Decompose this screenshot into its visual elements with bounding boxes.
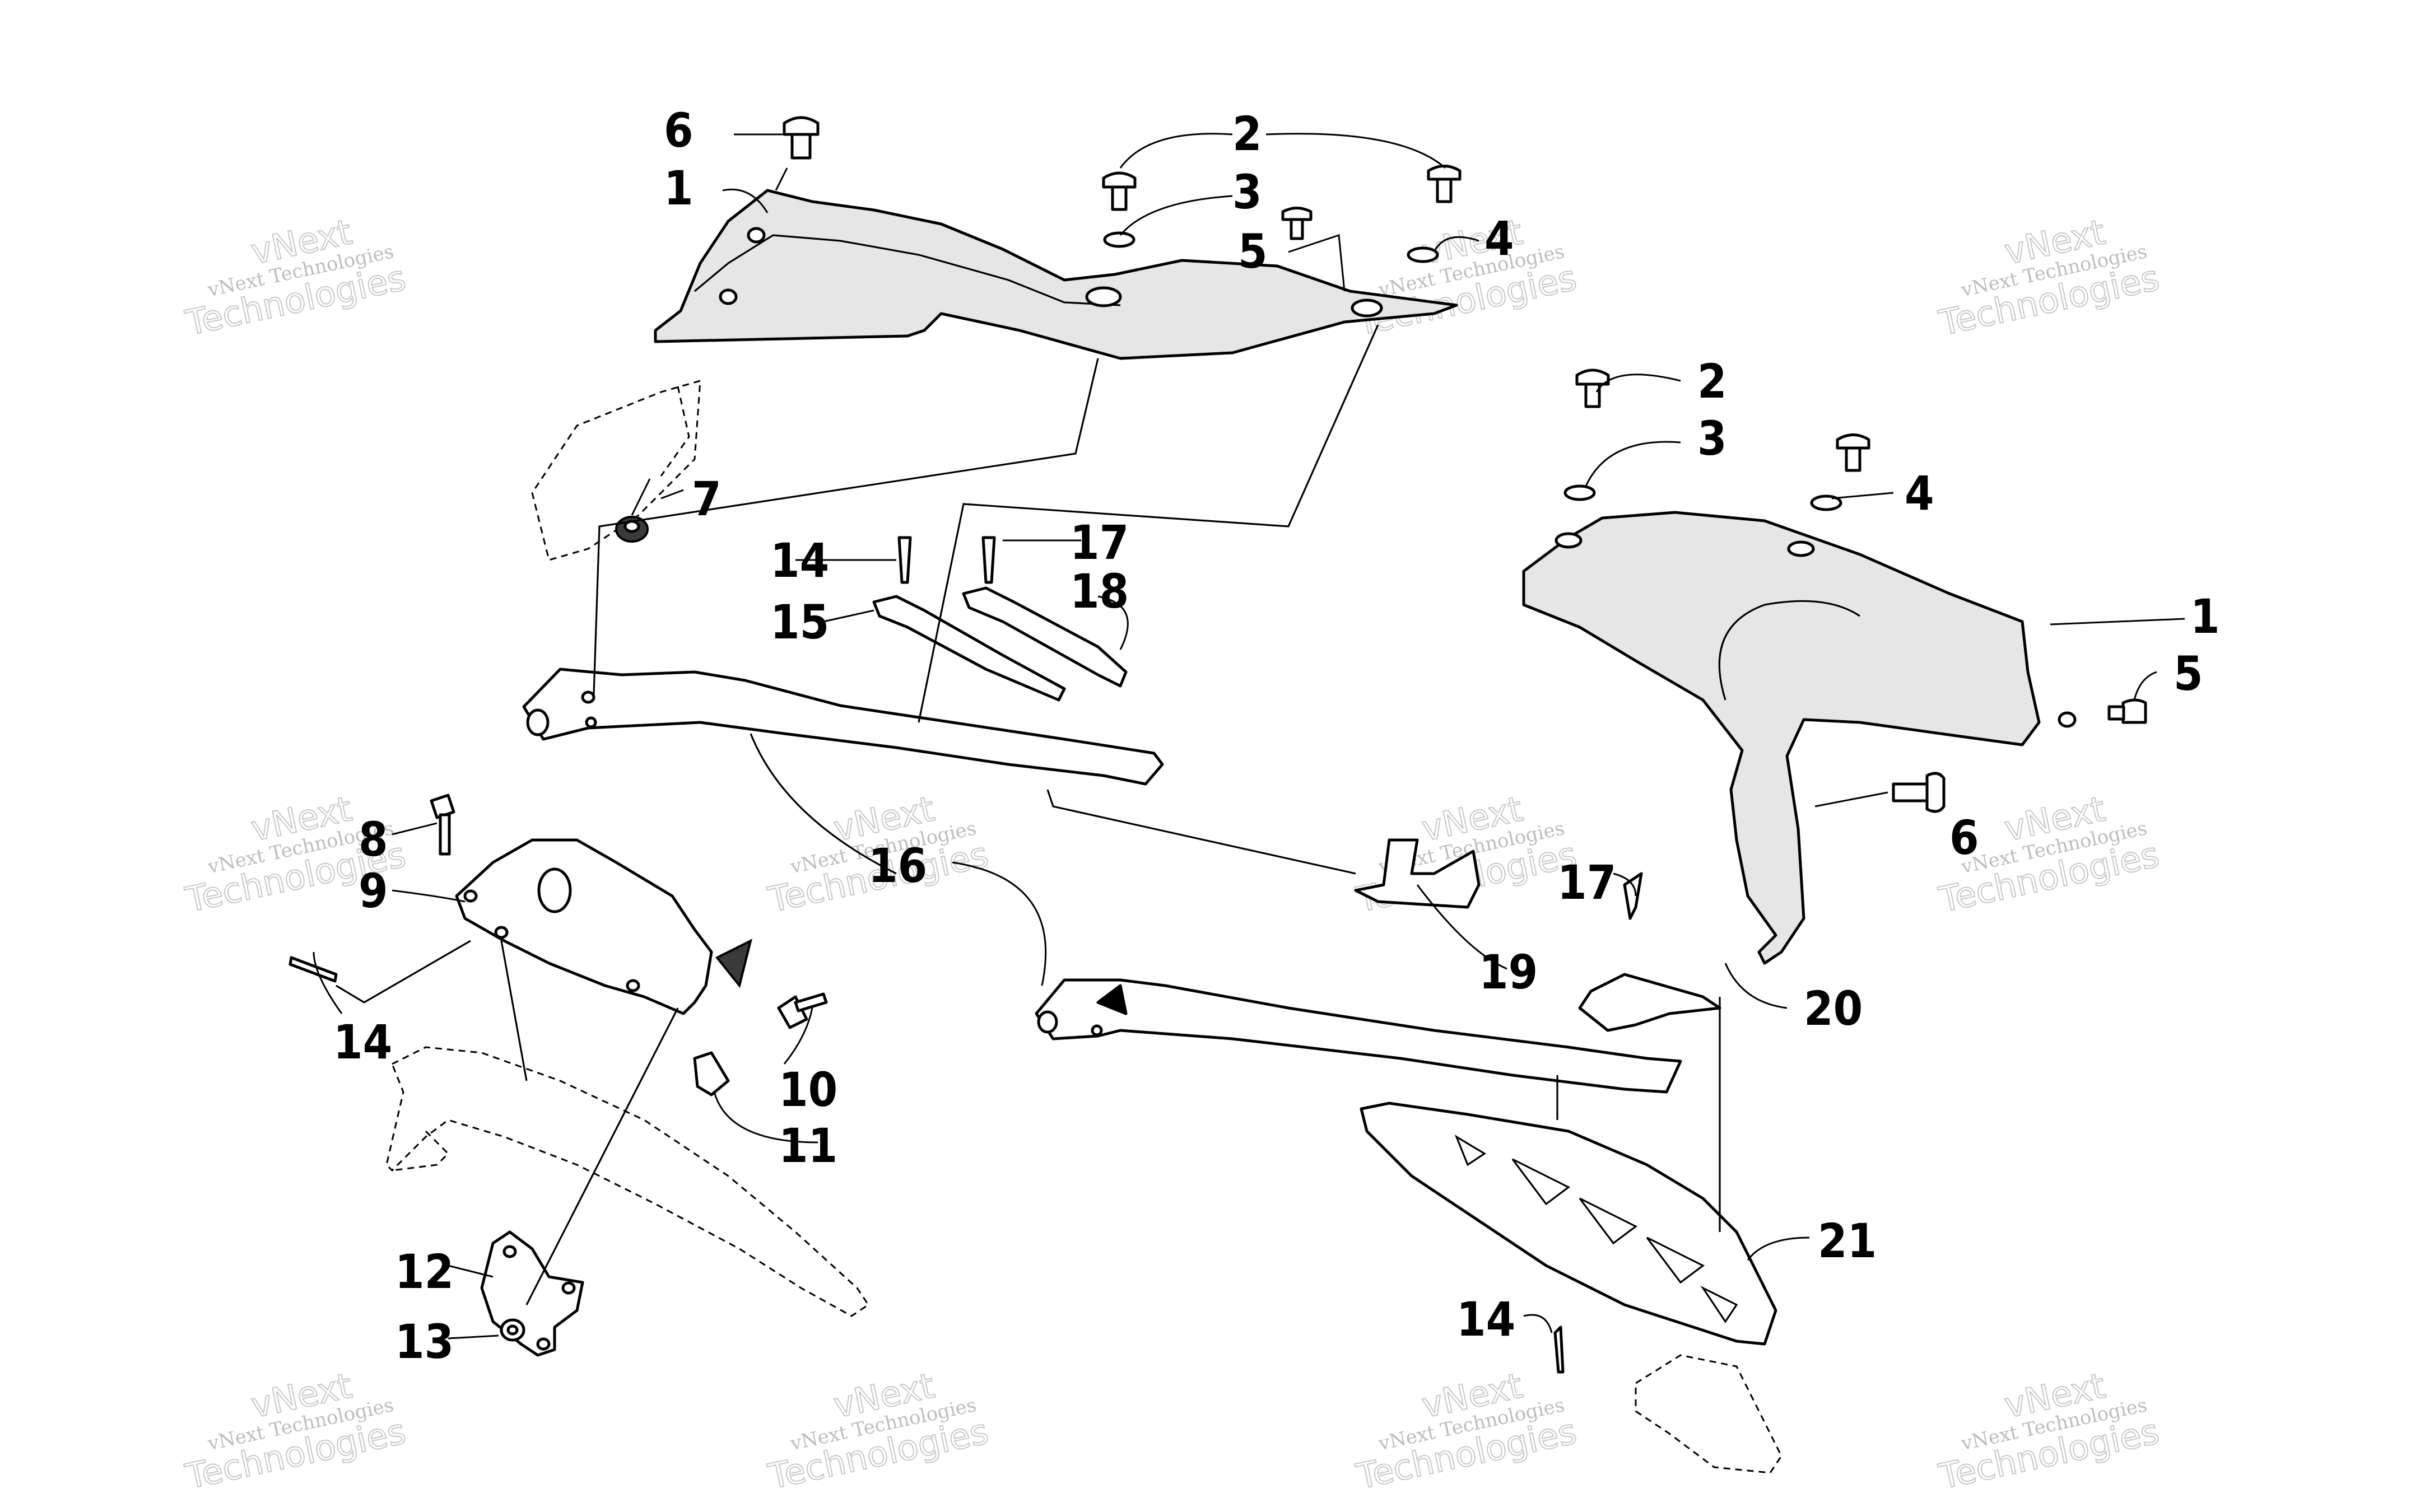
callout-15: 15: [770, 595, 829, 650]
callout-2: 2: [1697, 354, 1727, 409]
callout-13: 13: [395, 1314, 454, 1369]
callout-1: 1: [664, 161, 694, 216]
callout-12: 12: [395, 1244, 454, 1299]
watermark: vNext vNext Technologies Technologies: [1352, 211, 1581, 344]
callout-14: 14: [770, 533, 829, 588]
callout-5: 5: [1238, 224, 1268, 279]
callout-labels: 6 1 2 3 5 4 7 14 17 15 18 16 8 9 14 10 1…: [333, 103, 2220, 1369]
watermark: vNext vNext Technologies Technologies: [1935, 1364, 2163, 1497]
callout-11: 11: [779, 1118, 837, 1173]
rear-plate-21: [1360, 1102, 1783, 1474]
watermark: vNext vNext Technologies Technologies: [182, 211, 410, 344]
watermark: vNext vNext Technologies Technologies: [764, 1364, 993, 1497]
lower-rail: [1035, 978, 1682, 1094]
left-side-panel: [531, 189, 1458, 561]
hardware-top: [1102, 165, 1462, 263]
right-side-panel: [1522, 511, 2077, 965]
watermark: vNext vNext Technologies Technologies: [1352, 1364, 1581, 1497]
callout-16: 16: [868, 838, 927, 893]
callout-6: 6: [664, 103, 694, 158]
upper-rail: [522, 668, 1164, 786]
hardware-right: [1563, 368, 2147, 813]
callout-17: 17: [1070, 515, 1129, 570]
callout-3: 3: [1697, 411, 1727, 466]
callout-1: 1: [2190, 589, 2220, 644]
callout-5: 5: [2174, 646, 2203, 701]
callout-4: 4: [1484, 211, 1514, 266]
callout-18: 18: [1070, 564, 1129, 619]
callout-6: 6: [1949, 810, 1979, 865]
screw-6-top: [775, 116, 820, 191]
callout-14: 14: [333, 1015, 392, 1070]
callout-7: 7: [692, 472, 722, 526]
frame-outline: [385, 1046, 870, 1317]
callout-21: 21: [1818, 1214, 1877, 1268]
callout-17: 17: [1557, 855, 1616, 910]
leader-lines: [313, 133, 2185, 1340]
watermark-grid: vNext vNext Technologies Technologies vN…: [182, 211, 2163, 1497]
callout-20: 20: [1804, 981, 1863, 1036]
callout-2: 2: [1232, 106, 1262, 161]
callout-3: 3: [1232, 165, 1262, 220]
bracket-15-18: [872, 536, 1128, 702]
bracket-9: [288, 794, 828, 1096]
callout-4: 4: [1905, 466, 1934, 521]
callout-8: 8: [359, 812, 388, 867]
watermark: vNext vNext Technologies Technologies: [182, 1364, 410, 1497]
watermark: vNext vNext Technologies Technologies: [1935, 211, 2163, 344]
callout-14: 14: [1456, 1292, 1515, 1347]
callout-10: 10: [779, 1062, 837, 1117]
callout-19: 19: [1479, 945, 1538, 1000]
callout-9: 9: [359, 864, 388, 918]
